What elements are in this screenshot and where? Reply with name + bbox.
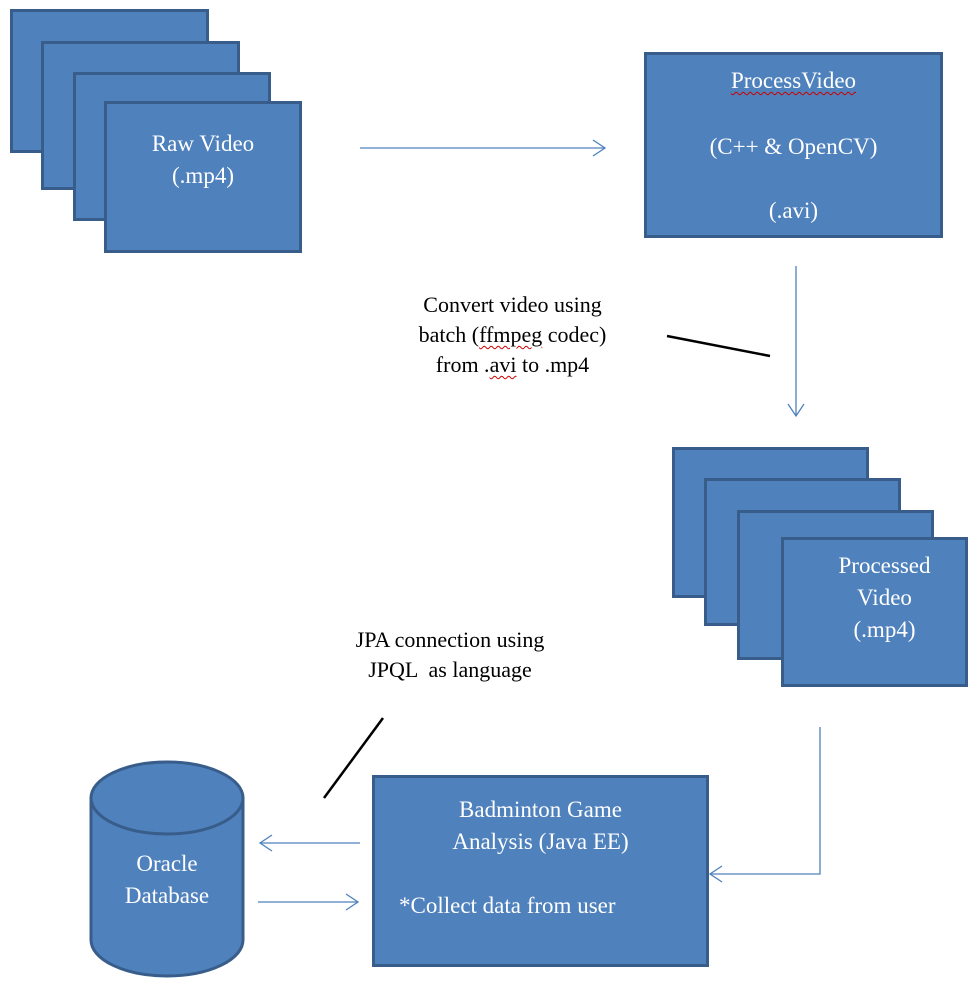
- process-video-title: ProcessVideo: [730, 68, 857, 93]
- processed-video-line-1: Processed: [838, 553, 931, 578]
- raw-video-title: Raw Video: [151, 131, 255, 156]
- database-label: Oracle Database: [89, 848, 245, 912]
- processed-video-line-3: (.mp4): [853, 617, 916, 642]
- raw-video-label: Raw Video (.mp4): [107, 128, 299, 192]
- arrow-processed-to-badminton: [710, 727, 821, 875]
- database-label-line-1: Oracle: [136, 851, 198, 876]
- processed-video-label: Processed Video (.mp4): [784, 550, 968, 646]
- jpa-note-line-2: JPQL as language: [368, 657, 532, 682]
- convert-note-line-3: from .avi to .mp4: [435, 352, 590, 377]
- badminton-title-line-1: Badminton Game: [459, 797, 622, 822]
- badminton-analysis-title: Badminton Game Analysis (Java EE): [375, 794, 706, 858]
- arrow-database-to-badminton-head: [345, 893, 360, 911]
- arrow-raw-to-process-head: [592, 139, 607, 157]
- jpa-note: JPA connection using JPQL as language: [300, 625, 600, 685]
- oracle-database: Oracle Database: [89, 760, 249, 980]
- convert-note: Convert video using batch (ffmpeg codec)…: [370, 290, 655, 380]
- process-video-box: ProcessVideo (C++ & OpenCV) (.avi): [644, 52, 943, 238]
- raw-video-box: Raw Video (.mp4): [104, 101, 302, 253]
- badminton-title-line-2: Analysis (Java EE): [452, 829, 629, 854]
- convert-note-line-2: batch (ffmpeg codec): [418, 322, 607, 347]
- processed-video-box: Processed Video (.mp4): [781, 537, 968, 687]
- process-video-tech: (C++ & OpenCV): [709, 134, 878, 159]
- database-cylinder-icon: [89, 760, 245, 978]
- arrow-badminton-to-database-head: [258, 834, 273, 852]
- arrow-process-to-processed-head: [787, 403, 805, 418]
- badminton-analysis-box: Badminton Game Analysis (Java EE) *Colle…: [372, 775, 709, 967]
- jpa-note-line-1: JPA connection using: [355, 627, 545, 652]
- raw-video-format: (.mp4): [172, 163, 234, 188]
- processed-video-line-2: Video: [857, 585, 912, 610]
- database-label-line-2: Database: [124, 883, 210, 908]
- callout-line-convert: [666, 334, 771, 358]
- callout-line-jpa: [322, 717, 385, 799]
- process-video-format: (.avi): [768, 198, 819, 223]
- badminton-collect-note: *Collect data from user: [399, 893, 616, 918]
- convert-note-line-1: Convert video using: [423, 292, 602, 317]
- arrow-processed-to-badminton-head: [708, 865, 723, 883]
